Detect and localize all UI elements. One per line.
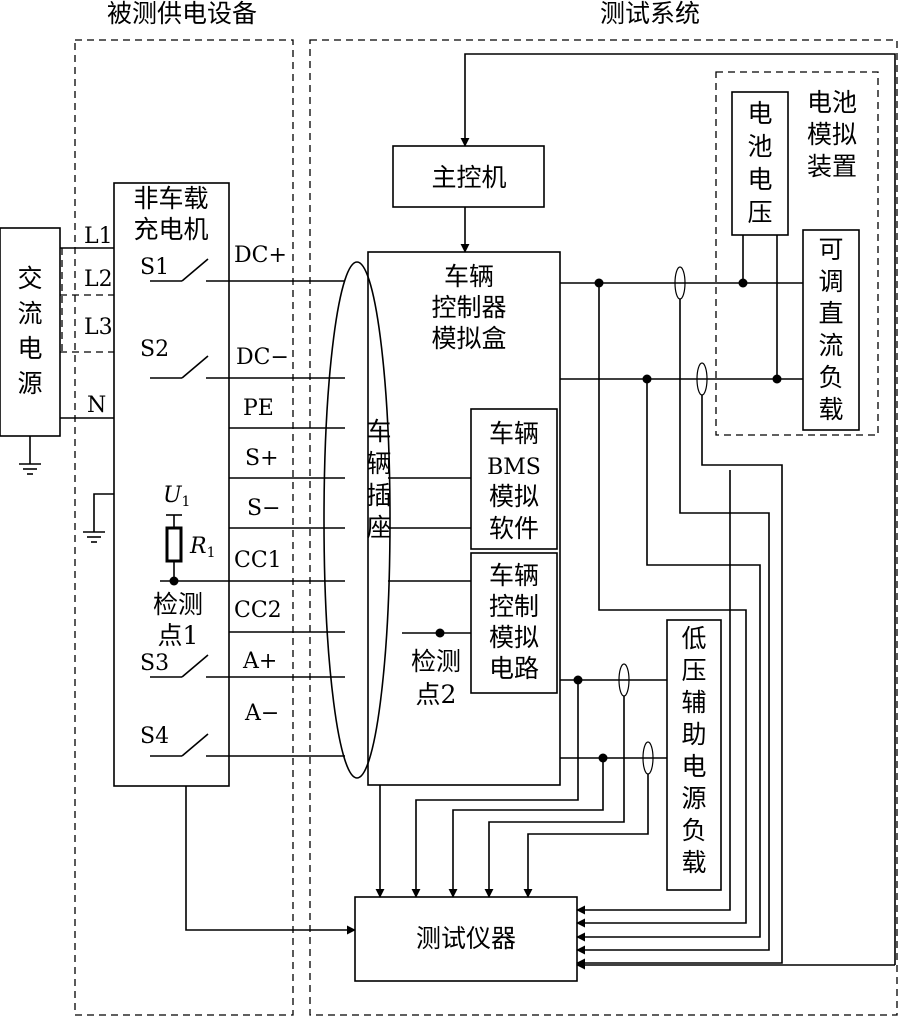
battery-voltage-char-3: 电 [747, 165, 772, 194]
check-point-1-label-1: 检测 [153, 590, 203, 619]
main-control-box [392, 145, 545, 208]
switch-label-s3: S3 [140, 651, 169, 676]
ground-icon [83, 531, 105, 543]
terminal-cc2: CC2 [234, 598, 282, 623]
check-point-2-label-1: 检测 [411, 647, 461, 676]
terminal-s-plus: S+ [245, 446, 279, 471]
aux-load-char-8: 载 [681, 848, 706, 877]
controller-label-3: 模拟盒 [431, 324, 506, 353]
charger-label-2: 充电机 [133, 215, 208, 244]
right-region-box [309, 39, 898, 1016]
switch-label-s1: S1 [140, 255, 169, 280]
battery-voltage-box [731, 91, 789, 236]
line-label-n: N [87, 393, 106, 418]
dc-load-char-5: 负 [818, 363, 843, 392]
test-instrument-box [354, 896, 578, 982]
dc-load-char-6: 载 [818, 395, 843, 424]
right-region-title: 测试系统 [600, 0, 700, 28]
resistor-r-label: R1 [189, 534, 216, 561]
aux-load-char-7: 负 [681, 816, 706, 845]
aux-load-char-5: 电 [681, 752, 706, 781]
battery-sim-region-box [715, 71, 879, 436]
ac-source-char-2: 流 [17, 299, 42, 328]
aux-load-char-1: 低 [681, 624, 706, 653]
dc-load-char-1: 可 [818, 235, 843, 264]
resistor-r1 [165, 514, 183, 586]
check-point-2-label-2: 点2 [416, 680, 457, 709]
dc-load-box [802, 229, 860, 431]
ac-source-char-1: 交 [17, 264, 42, 293]
charger-label-1: 非车载 [133, 184, 208, 213]
battery-sim-label-1: 电池 [807, 88, 857, 117]
control-circuit-label-4: 电路 [489, 654, 539, 683]
socket-char-3: 插 [366, 481, 391, 510]
aux-load-char-2: 压 [681, 656, 706, 685]
switch-label-s4: S4 [140, 724, 169, 749]
line-label-l1: L1 [84, 224, 113, 249]
ac-source: 交 流 电 源 [0, 227, 61, 464]
bms-label-2: BMS [487, 455, 541, 480]
bms-label-1: 车辆 [489, 419, 539, 448]
check-point-1-label-2: 点1 [158, 621, 199, 650]
aux-load-char-6: 源 [681, 784, 706, 813]
charger-box [113, 182, 230, 787]
switch-label-s2: S2 [140, 337, 169, 362]
socket-char-4: 座 [366, 513, 391, 542]
line-label-l3: L3 [84, 315, 113, 340]
ground-icon [19, 463, 41, 475]
aux-load-box [666, 619, 722, 891]
main-control-label: 主控机 [431, 163, 506, 192]
terminal-s-minus: S− [247, 496, 281, 521]
ac-source-char-4: 源 [17, 369, 42, 398]
battery-voltage-char-4: 压 [747, 198, 772, 227]
control-circuit-label-2: 控制 [489, 592, 539, 621]
control-circuit-label-1: 车辆 [489, 561, 539, 590]
terminal-a-minus: A− [244, 701, 279, 726]
terminal-a-plus: A+ [242, 649, 277, 674]
aux-load-char-3: 辅 [681, 688, 706, 717]
terminal-pe: PE [243, 396, 274, 421]
aux-load-char-4: 助 [681, 720, 706, 749]
left-region-title: 被测供电设备 [107, 0, 257, 28]
battery-voltage-char-1: 电 [747, 99, 772, 128]
test-instrument-label: 测试仪器 [416, 924, 516, 953]
line-label-l2: L2 [84, 267, 113, 292]
bms-label-4: 软件 [489, 514, 539, 543]
bms-box [470, 408, 558, 550]
socket-char-2: 辆 [366, 449, 391, 478]
controller-label-1: 车辆 [444, 262, 494, 291]
dc-load-char-4: 流 [818, 331, 843, 360]
resistor-u-label: U1 [163, 483, 190, 510]
vehicle-socket [323, 261, 391, 779]
left-region-box [74, 39, 294, 1016]
control-circuit-label-3: 模拟 [489, 623, 539, 652]
controller-label-2: 控制器 [431, 293, 506, 322]
battery-sim-label-3: 装置 [807, 152, 857, 181]
terminal-cc1: CC1 [234, 548, 282, 573]
bms-label-3: 模拟 [489, 482, 539, 511]
battery-sim-label-2: 模拟 [807, 120, 857, 149]
dc-load-char-2: 调 [818, 267, 843, 296]
terminal-dc-plus: DC+ [234, 243, 287, 268]
dc-load-char-3: 直 [818, 299, 843, 328]
control-circuit-box [470, 552, 558, 694]
terminal-dc-minus: DC− [236, 345, 289, 370]
ac-source-char-3: 电 [17, 334, 42, 363]
battery-voltage-char-2: 池 [747, 132, 772, 161]
socket-char-1: 车 [366, 417, 391, 446]
